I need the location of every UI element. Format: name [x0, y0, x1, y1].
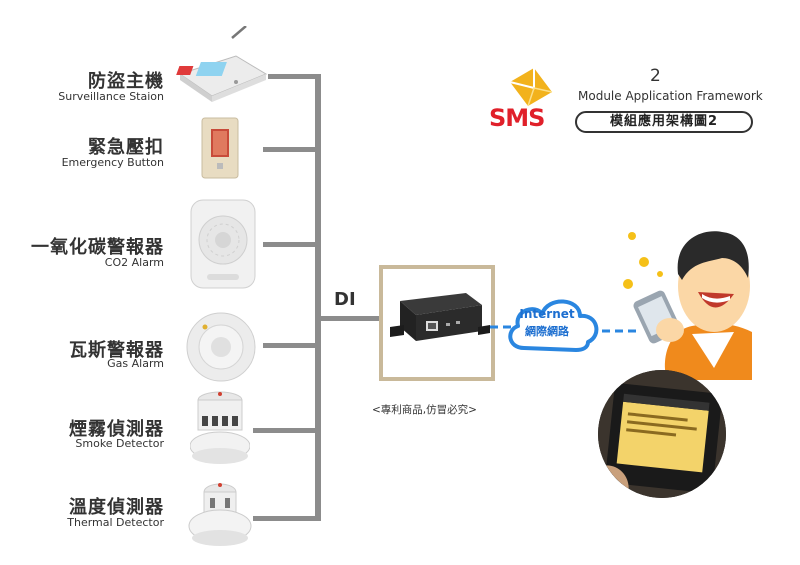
cloud-label-en: Internet [519, 307, 575, 321]
bus-connector [263, 343, 320, 348]
device-label-zh: 瓦斯警報器 [69, 340, 164, 361]
sms-logo-text: SMS [489, 104, 545, 132]
framework-title: 模組應用架構圖2 [609, 114, 719, 129]
io-module-icon [390, 293, 490, 341]
bus-trunk [315, 74, 321, 521]
framework-number: 2 [650, 66, 661, 86]
emergency-button-icon [201, 117, 239, 179]
network-links [490, 325, 640, 333]
device-label-en: Thermal Detector [67, 516, 164, 529]
person-with-phone-illustration [623, 231, 752, 380]
di-label: DI [334, 289, 356, 310]
co2-alarm-icon [190, 199, 256, 289]
smoke-detector-icon [190, 391, 250, 464]
thermal-detector-icon [188, 483, 252, 546]
bus-connector [253, 428, 320, 433]
device-label-zh: 煙霧偵測器 [69, 419, 164, 440]
bus-connector [253, 516, 320, 521]
internet-cloud-icon [508, 299, 599, 352]
device-label-zh: 溫度偵測器 [69, 497, 164, 518]
cloud-label-zh: 網際網路 [525, 325, 569, 338]
gas-alarm-icon [186, 312, 256, 382]
bus-connector [263, 242, 320, 247]
bus-connector [268, 74, 320, 79]
device-label-en: Gas Alarm [107, 357, 164, 370]
bus-to-module [315, 316, 382, 321]
bus-connector [263, 147, 320, 152]
device-label-en: Smoke Detector [75, 437, 164, 450]
device-label-en: Emergency Button [61, 156, 164, 169]
module-note: <專利商品,仿冒必究> [372, 404, 477, 416]
device-label-en: CO2 Alarm [104, 256, 164, 269]
device-label-zh: 防盜主機 [88, 71, 164, 92]
device-label-en: Surveillance Staion [58, 90, 164, 103]
device-label-zh: 緊急壓扣 [88, 137, 164, 158]
surveillance-host-icon [176, 26, 268, 102]
framework-title-pill: 模組應用架構圖2 [575, 111, 753, 133]
sms-envelope-icon [509, 68, 553, 107]
phone-screen-closeup-icon [598, 370, 726, 498]
framework-subtitle: Module Application Framework [578, 89, 763, 103]
device-label-zh: 一氧化碳警報器 [31, 237, 164, 258]
